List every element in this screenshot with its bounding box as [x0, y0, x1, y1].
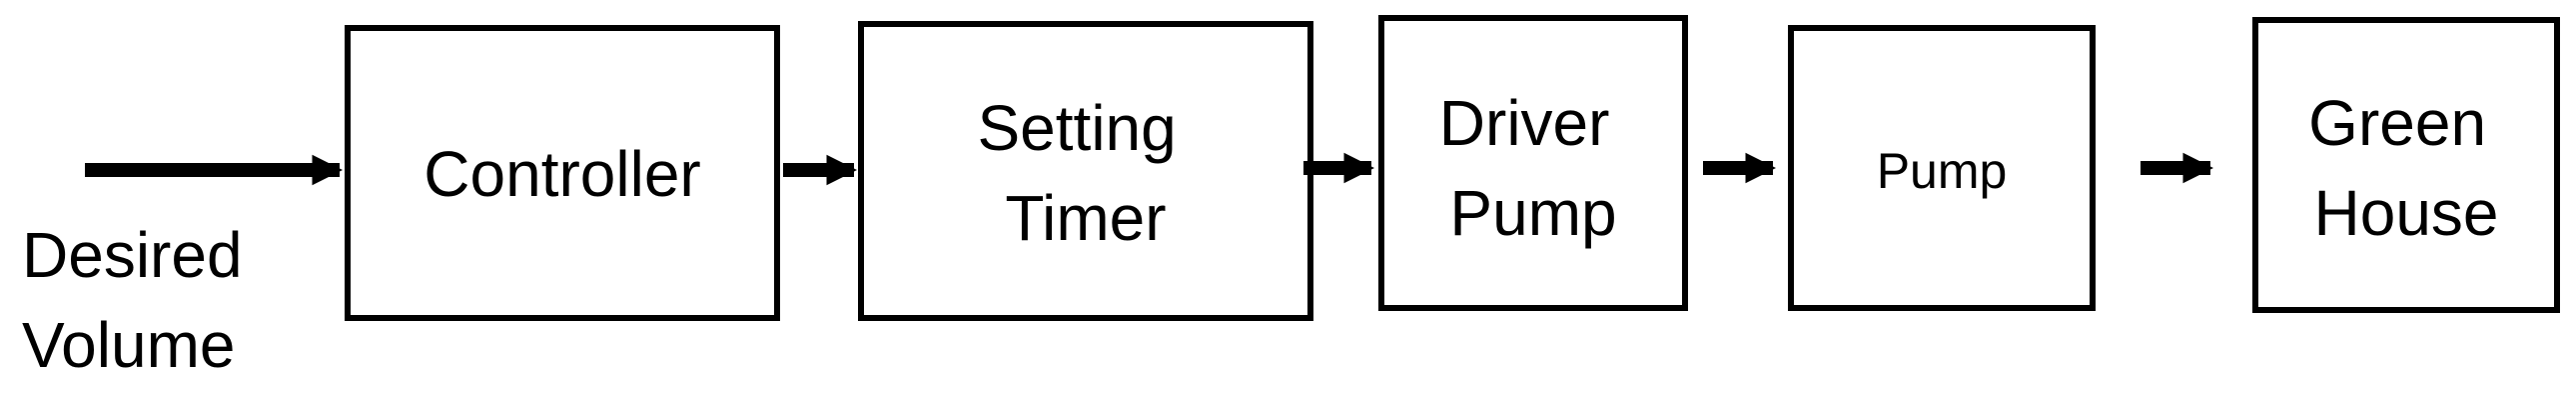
controller-label: Controller — [424, 138, 700, 210]
svg-text:Controller: Controller — [424, 138, 700, 210]
green-house-label-line1: Green — [2308, 87, 2486, 159]
input-label-line2: Volume — [22, 309, 235, 381]
setting-timer-label-line2: Timer — [1005, 182, 1166, 254]
green-house-label-line2: House — [2314, 177, 2499, 249]
setting-timer-block: Setting Timer — [858, 21, 1313, 321]
svg-text:Setting Timer: Setting Timer — [977, 92, 1194, 254]
green-house-block: Green House — [2252, 17, 2560, 313]
svg-text:Green House: Green House — [2308, 87, 2504, 249]
svg-text:Pump: Pump — [1877, 143, 2008, 199]
driver-pump-block: Driver Pump — [1378, 15, 1688, 311]
driver-pump-label-line1: Driver — [1439, 87, 1610, 159]
controller-block: Controller — [345, 25, 780, 321]
setting-timer-label-line1: Setting — [977, 92, 1176, 164]
pump-label: Pump — [1877, 143, 2008, 199]
input-label: Desired Volume — [22, 219, 260, 381]
pump-block: Pump — [1788, 25, 2096, 311]
input-label-line1: Desired — [22, 219, 243, 291]
driver-pump-label-line2: Pump — [1449, 177, 1616, 249]
svg-text:Driver Pump: Driver Pump — [1439, 87, 1627, 249]
